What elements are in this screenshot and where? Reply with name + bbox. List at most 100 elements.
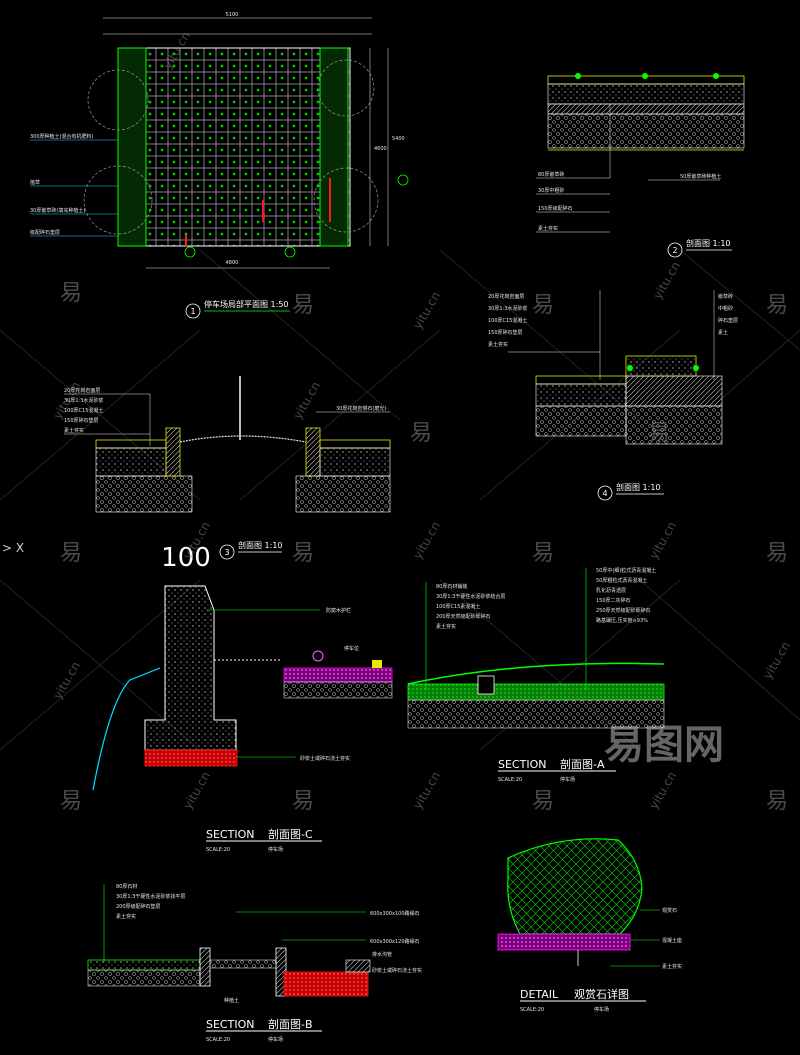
sc-curb-magenta [283,667,393,683]
s4-note-right-1: 嵌草砖 [718,293,733,300]
sa-note-left-4: 200厚天然级配砂砾碎石 [436,613,491,620]
watermark-brand: 易图网 [604,722,724,768]
s4-note-right-3: 碎石垫层 [718,317,738,324]
watermark-char: 易 [648,421,670,446]
sb-label-r3: 排水沟管 [372,951,392,958]
sa-title-cn: 剖面图-A [560,757,605,771]
section-c-drawing: 100 防腐木护栏 停车位 砂浆土或碎石浇土夯实 SECTION 剖面图-C S… [92,543,393,853]
s3-note-5: 素土夯实 [64,427,84,434]
sa-scale: SCALE:20 [498,777,522,783]
s3-note-right: 30厚花岗岩侧石(磨光) [336,405,386,412]
detail-scale: SCALE:20 [520,1007,544,1013]
s3-note-1: 20厚花岗岩面层 [64,387,100,394]
detail-concrete-base [497,933,631,951]
watermark-char: 易 [60,789,82,814]
sa-note-left-1: 80厚石材铺装 [436,583,467,590]
s3-right-surface [319,439,391,449]
sb-note-2: 30厚1:3干硬性水泥砂浆找平层 [116,893,185,900]
section-4-drawing: 20厚花岗岩面层 30厚1:3水泥砂浆 100厚C15混凝土 150厚碎石垫层 … [488,290,738,501]
plan-tree-symbol-4 [313,167,379,233]
sa-note-left-3: 100厚C15素混凝土 [436,603,480,610]
sc-marker-block [372,660,382,668]
sa-grass-edge [407,662,665,685]
s2-note-2: 30厚中粗砂 [538,187,564,194]
s2-sand-layer [547,103,745,115]
sb-left-paving [87,959,201,971]
s2-grass-1 [575,73,581,79]
sb-edge-block [345,959,371,973]
s2-title-marker-num: 2 [672,246,677,255]
sc-bollard [312,650,324,662]
watermark-url: yitu.cn [290,379,323,421]
sb-left-gravel [87,969,201,987]
sa-note-right-5: 250厚天然级配砂砾碎石 [596,607,651,614]
watermark-char: 易 [532,541,554,566]
s3-left-curb [165,427,181,477]
s4-note-left-4: 150厚碎石垫层 [488,329,523,336]
s4-title: 剖面图 1:10 [616,482,661,492]
s3-left-gravel [95,475,193,513]
sa-note-right-6: 路基碾压,压实度≥93% [596,617,648,624]
sb-label-r1: 600x300x100路缘石 [370,910,420,917]
plan-dim-top: 5100 [226,12,239,18]
sc-label-bar: 停车位 [344,645,359,652]
watermark-char: 易 [532,293,554,318]
sb-note-3: 200厚级配碎石垫层 [116,903,161,910]
watermark-char: 易 [766,293,788,318]
watermark-char: 易 [60,281,82,306]
sb-foundation-red [283,971,369,997]
section-3-drawing: 20厚花岗岩面层 30厚1:3水泥砂浆 100厚C15混凝土 150厚碎石垫层 … [64,376,391,560]
plan-tree-symbol-3 [317,59,375,117]
sc-label-right: 防腐木护栏 [326,607,351,614]
sb-note-4: 素土夯实 [116,913,136,920]
s3-note-3: 100厚C15混凝土 [64,407,103,414]
s3-right-curb [305,427,321,477]
watermark-char: 易 [292,789,314,814]
watermark-url: yitu.cn [650,259,683,301]
sc-dim-top: 100 [161,543,211,573]
sa-asphalt-layer [407,683,665,701]
plan-title-marker [185,303,201,319]
s2-note-4: 素土夯实 [538,225,558,232]
section-b-drawing: 80厚石材 30厚1:3干硬性水泥砂浆找平层 200厚级配碎石垫层 素土夯实 6… [87,883,422,1043]
s4-right-gravel [625,405,723,445]
plan-title-marker-num: 1 [190,307,195,316]
plan-dim-right-2: 5400 [392,136,405,142]
s4-note-left-3: 100厚C15混凝土 [488,317,527,324]
sa-note-left-5: 素土夯实 [436,623,456,630]
sa-title-en: SECTION [498,758,546,771]
s3-note-2: 30厚1:3水泥砂浆 [64,397,103,404]
watermark-url: yitu.cn [760,639,793,681]
s3-title-marker-num: 3 [224,548,229,557]
sc-scale: SCALE:20 [206,847,230,853]
sb-label-left: 种植土 [224,997,239,1004]
plan-note-4: 级配碎石垫层 [30,229,60,236]
s4-note-left-5: 素土夯实 [488,341,508,348]
sa-note-right-3: 乳化沥青透层 [596,587,626,594]
sb-curb-left [199,947,211,987]
plan-drawing: 5100 4600 5400 4800 300厚种植土(混合有机肥料) 植草 3… [30,12,409,319]
s4-note-left-2: 30厚1:3水泥砂浆 [488,305,527,312]
sa-note-right-4: 150厚二灰碎石 [596,597,631,604]
watermark-url: yitu.cn [410,519,443,561]
s4-title-marker-num: 4 [602,489,607,498]
watermark-url: yitu.cn [646,769,679,811]
plan-note-2: 植草 [30,179,40,186]
watermark-url: yitu.cn [410,289,443,331]
s2-title: 剖面图 1:10 [686,238,731,248]
sb-note-1: 80厚石材 [116,883,137,890]
plan-axis-bubble-right [397,174,409,186]
sc-title-en: SECTION [206,828,254,841]
watermark-char: 易 [60,541,82,566]
s4-left-surface [535,375,627,385]
detail-label-1: 观赏石 [662,907,677,914]
sb-title-cn: 剖面图-B [268,1017,313,1031]
s2-paver-layer [547,83,745,105]
command-cursor-text: > X [2,541,24,555]
sb-label-r2: 600x300x120路缘石 [370,938,420,945]
s4-right-base [625,375,723,407]
sa-note-right-1: 50厚中(细)粒式沥青混凝土 [596,567,656,574]
watermark-diagonals [0,249,800,751]
plan-planting-strip-right [319,47,349,247]
s4-note-left-1: 20厚花岗岩面层 [488,293,524,300]
